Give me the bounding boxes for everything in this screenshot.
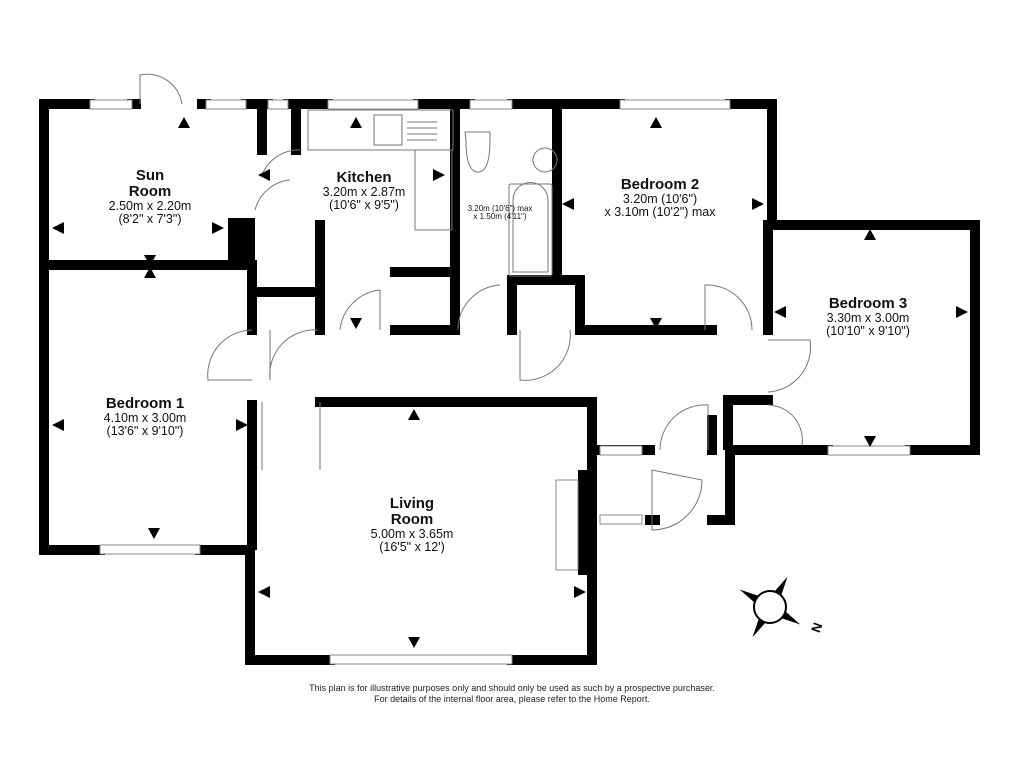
room-name: Bedroom 1: [105, 395, 185, 412]
room-dimensions: 4.10m x 3.00m: [103, 410, 187, 425]
bedroom2-label: Bedroom 2 3.20m (10'6") x 3.10m (10'2") …: [604, 177, 715, 219]
room-dimensions: (16'5" x 12'): [379, 539, 445, 554]
room-name: Room: [128, 182, 172, 200]
room-name: Bedroom 2: [620, 176, 700, 193]
room-dimensions: 3.20m x 2.87m: [322, 184, 406, 199]
disclaimer: This plan is for illustrative purposes o…: [0, 683, 1024, 706]
room-dimensions: x 1.50m (4'11"): [473, 212, 527, 222]
room-name: Living: [389, 495, 435, 512]
bath-icon: [508, 183, 553, 277]
room-name: Room: [390, 510, 434, 528]
kitchen-label: Kitchen 3.20m x 2.87m (10'6" x 9'5"): [323, 170, 406, 212]
disclaimer-line: For details of the internal floor area, …: [374, 694, 650, 705]
room-dimensions: 3.20m (10'6"): [622, 191, 698, 206]
sink-icon: [373, 114, 403, 146]
room-dimensions: (13'6" x 9'10"): [106, 423, 184, 438]
room-dimensions: (8'2" x 7'3"): [118, 211, 182, 226]
room-dimensions: (10'10" x 9'10"): [826, 323, 910, 338]
toilet-icon: [464, 131, 491, 173]
room-name: Sun: [135, 167, 165, 184]
room-dimensions: 5.00m x 3.65m: [370, 526, 454, 541]
room-name: Bedroom 3: [828, 295, 908, 312]
dimension-arrows: [52, 117, 968, 648]
room-dimensions: (10'6" x 9'5"): [329, 197, 399, 212]
living-room-label: Living Room 5.00m x 3.65m (16'5" x 12'): [371, 496, 454, 554]
sun-room-label: Sun Room 2.50m x 2.20m (8'2" x 7'3"): [109, 168, 192, 226]
walls: [39, 99, 980, 665]
room-dimensions: 3.30m x 3.00m: [826, 310, 910, 325]
room-dimensions: x 3.10m (10'2") max: [604, 204, 716, 219]
room-dimensions: 3.20m (10'6") max: [467, 204, 533, 213]
bathroom-label: 3.20m (10'6") max x 1.50m (4'11"): [467, 204, 533, 222]
disclaimer-line: This plan is for illustrative purposes o…: [309, 683, 715, 693]
fixtures: [307, 109, 558, 277]
compass-rose-icon: [739, 576, 801, 638]
bedroom3-label: Bedroom 3 3.30m x 3.00m (10'10" x 9'10"): [826, 296, 910, 338]
doors: [139, 73, 812, 531]
windows: [89, 99, 911, 665]
bedroom1-label: Bedroom 1 4.10m x 3.00m (13'6" x 9'10"): [104, 396, 187, 438]
basin-icon: [532, 147, 558, 173]
room-dimensions: 2.50m x 2.20m: [108, 198, 192, 213]
room-name: Kitchen: [336, 169, 392, 186]
